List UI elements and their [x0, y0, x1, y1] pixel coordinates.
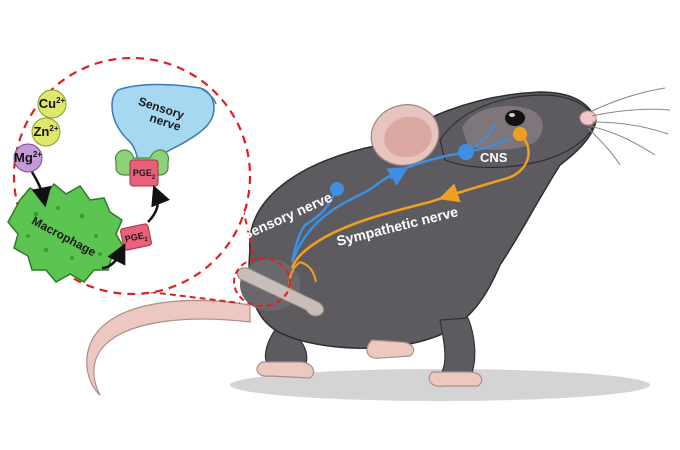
sensory-nerve-cell-edge [199, 87, 217, 105]
zn-ion [31, 117, 61, 147]
cns-sympathetic-node [513, 127, 527, 141]
zn-ion-label: Zn2+ [33, 124, 58, 139]
mg-ion-label: Mg2+ [14, 150, 42, 165]
sensory-nerve-path [290, 150, 467, 263]
pge2-released-box [120, 223, 152, 251]
cu-ion [37, 89, 67, 119]
dashed-connector-bottom [149, 291, 241, 304]
sympathetic-nerve-arrow [438, 183, 461, 203]
sympathetic-nerve-path [290, 133, 530, 269]
bone-dashed-circle [233, 257, 291, 307]
cns-label: CNS [480, 150, 508, 165]
arrow-macrophage-to-pge2 [101, 243, 126, 270]
mouse-front-paw [428, 371, 483, 387]
macrophage-granules [26, 206, 102, 260]
mouse-middle-paw [366, 339, 415, 359]
mouse-eye-shine [509, 113, 515, 117]
sensory-nerve-arrow [386, 166, 409, 186]
femur-bone [237, 267, 325, 317]
mouse-ear-inner [384, 116, 432, 158]
arrow-ions-to-macrophage [30, 171, 52, 208]
cu-ion-label: Cu2+ [39, 96, 66, 111]
arrow-pge2-to-receptor [147, 185, 170, 223]
pge2-bound-label: PGE2 [133, 168, 156, 181]
pge2-bound-box [129, 159, 159, 187]
mouse-tail [86, 299, 251, 396]
mouse-back-foot [256, 361, 315, 379]
pge2-released-label: PGE2 [124, 230, 149, 248]
mouse-nose [579, 110, 597, 126]
mouse-front-leg [438, 317, 476, 379]
mg-ion [13, 143, 43, 173]
mouse-whiskers [587, 87, 671, 166]
cns-sensory-node [458, 144, 474, 160]
sensory-nerve-branch [290, 189, 338, 263]
sensory-nerve-ganglion [330, 182, 344, 196]
mouse-eye [505, 110, 525, 126]
